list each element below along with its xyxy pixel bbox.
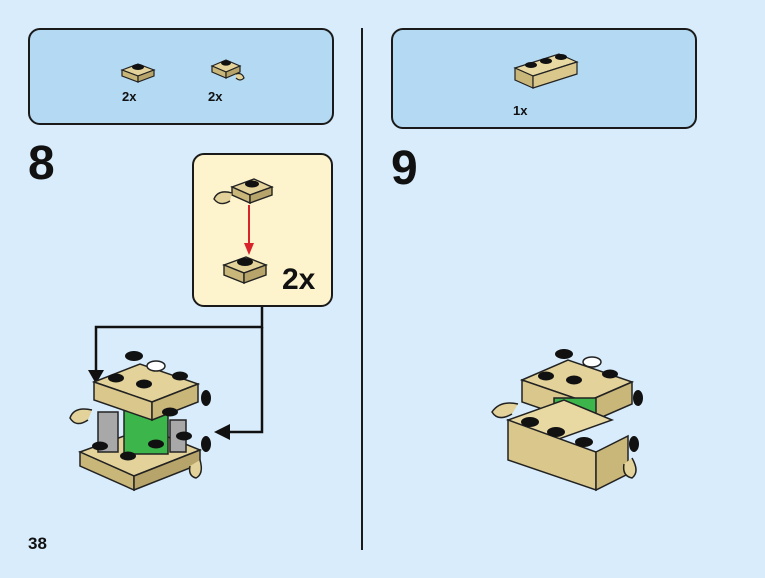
step8-model-illustration bbox=[69, 351, 211, 492]
subassembly-callout: 2x bbox=[192, 153, 333, 307]
page-number: 38 bbox=[28, 534, 47, 553]
assembly-arrow-icon bbox=[244, 205, 254, 255]
round-plate-part-icon bbox=[120, 63, 156, 83]
step9-model-illustration bbox=[491, 349, 643, 492]
brick-1x3-part-icon bbox=[513, 53, 579, 89]
step-number-8: 8 bbox=[28, 137, 55, 190]
step-number-9: 9 bbox=[391, 142, 418, 195]
round-plate-icon bbox=[222, 256, 268, 285]
clip-plate-part-icon bbox=[210, 59, 245, 81]
callout-qty: 2x bbox=[282, 263, 316, 296]
part-qty-round-plate: 2x bbox=[122, 89, 137, 104]
step9-parts-box: 1x bbox=[391, 28, 697, 129]
part-qty-brick: 1x bbox=[513, 103, 528, 118]
clip-plate-icon bbox=[213, 178, 274, 205]
step-divider bbox=[361, 28, 363, 550]
step8-parts-box: 2x 2x bbox=[28, 28, 334, 125]
part-qty-clip-plate: 2x bbox=[208, 89, 223, 104]
